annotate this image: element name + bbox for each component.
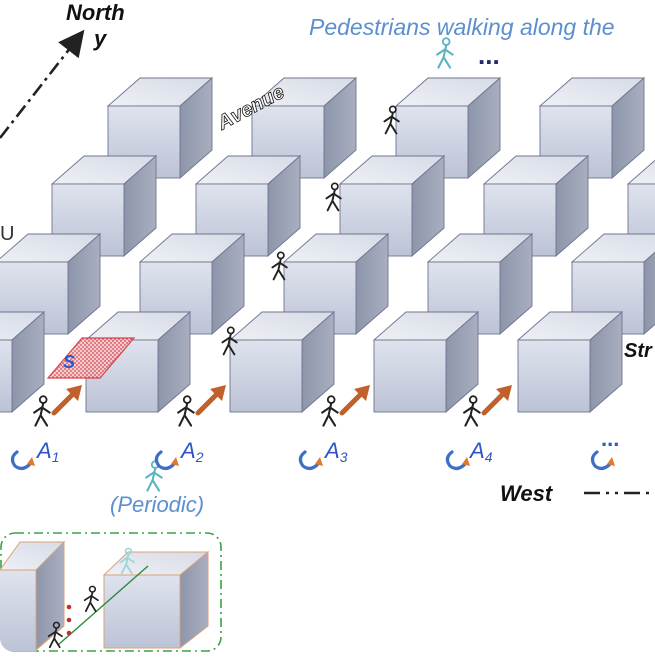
axes [0, 29, 655, 495]
rotor-markers [10, 450, 615, 470]
rotor-icon-5 [590, 450, 615, 470]
source-label-s: S [63, 352, 75, 372]
periodic-label: (Periodic) [110, 492, 204, 517]
pedestrian-icon [383, 105, 400, 135]
rotor-icon-3 [298, 450, 323, 470]
west-label: West [500, 481, 554, 506]
inset-marker-dot-2 [66, 617, 72, 623]
street-label: Str [624, 340, 653, 362]
top-ellipsis: ... [478, 40, 500, 70]
pedestrian-icon [463, 395, 481, 427]
source-patch-s [46, 337, 136, 379]
inset-marker-dot-1 [66, 604, 72, 610]
north-y-axis-line [0, 29, 85, 139]
anchor-label-a4: A4 [468, 438, 493, 465]
y-axis-label: y [93, 26, 108, 51]
anchor-label-a3: A3 [323, 438, 348, 465]
building-r4-c3 [228, 311, 336, 413]
pedestrians [33, 37, 481, 492]
building-r1-c2 [250, 77, 358, 179]
inset-path-line [57, 565, 149, 646]
flow-arrows [51, 385, 512, 416]
building-r4-c1 [0, 311, 46, 413]
pedestrian-icon [47, 621, 63, 649]
inset-building-right [102, 550, 210, 650]
pedestrian-icon [271, 251, 288, 281]
inset-detail [0, 532, 222, 652]
rotor-icon-1 [10, 450, 35, 470]
pedestrian-icon [221, 326, 238, 356]
rotor-icon-4 [445, 450, 470, 470]
flow-arrow-icon-2 [195, 385, 226, 416]
north-label: North [66, 0, 125, 25]
u-label: U [0, 223, 14, 245]
building-r4-c5 [516, 311, 624, 413]
anchor-label-a2: A2 [179, 438, 204, 465]
top-caption: Pedestrians walking along the [309, 14, 615, 40]
building-r1-c4 [538, 77, 646, 179]
rotor-icon-2 [154, 450, 179, 470]
pedestrian-icon [119, 547, 135, 575]
pedestrian-icon [436, 37, 454, 69]
flow-arrow-icon-1 [51, 385, 82, 416]
inset-marker-dot-3 [66, 630, 72, 636]
flow-arrow-icon-3 [339, 385, 370, 416]
pedestrian-icon [325, 182, 342, 212]
pedestrian-icon [83, 585, 99, 613]
building-r4-c4 [372, 311, 480, 413]
pedestrian-icon [321, 395, 339, 427]
anchor-labels: A1 A2 A3 A4 [35, 438, 493, 465]
pedestrian-icon [177, 395, 195, 427]
building-r3-c1 [0, 233, 102, 335]
source-patch-area [46, 337, 136, 379]
flow-arrow-icon-4 [481, 385, 512, 416]
anchor-label-a1: A1 [35, 438, 59, 465]
pedestrian-icon [33, 395, 51, 427]
rotor-ellipsis: ... [601, 426, 619, 451]
